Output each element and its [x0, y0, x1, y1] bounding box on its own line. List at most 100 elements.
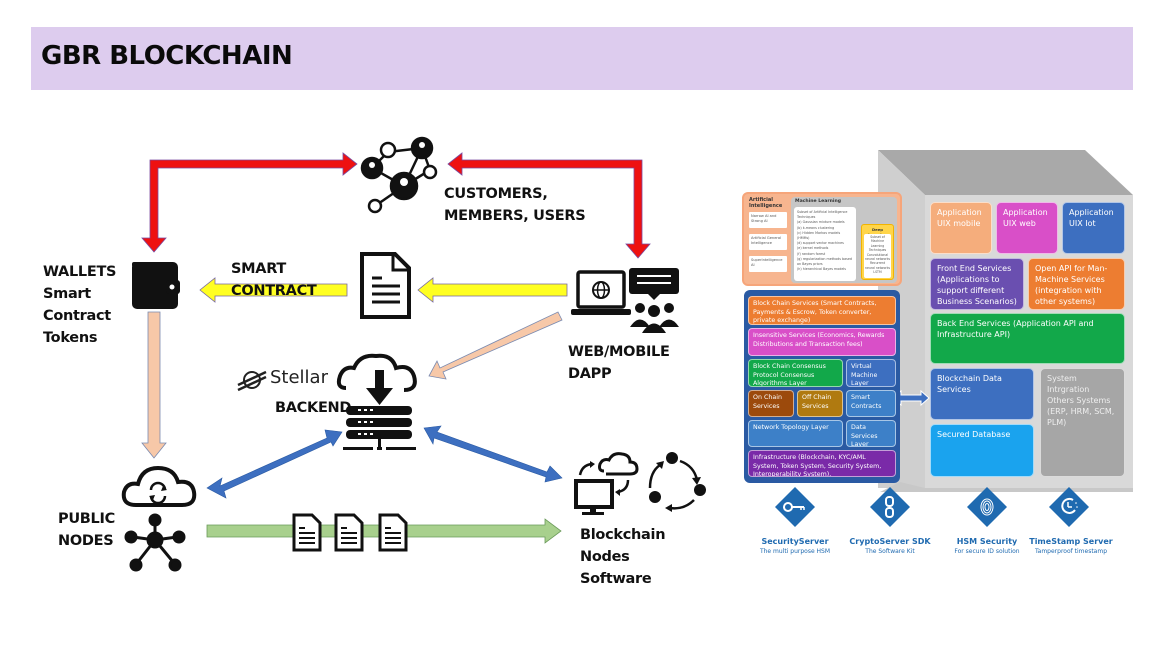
- cloud-server-icon: [336, 353, 417, 450]
- red-arrow-dapp-customers: [447, 152, 651, 259]
- ml-item: Subset of Artificial Intelligence Techni…: [797, 210, 848, 220]
- dapp-label: WEB/MOBILE DAPP: [568, 341, 670, 385]
- laptop-globe-icon: [571, 270, 631, 315]
- ai-item: Narrow AI and Strong AI: [749, 212, 787, 228]
- ai-item: SuperIntelligence AI: [749, 256, 787, 272]
- dapp-label-line2: DAPP: [568, 366, 612, 382]
- machine-learning-panel: Machine Learning Subset of Artificial In…: [791, 197, 897, 283]
- incentive-services-box: Insensitive Services (Economics, Rewards…: [748, 328, 896, 356]
- wallet-icon: [132, 262, 180, 309]
- open-api-box: Open API for Man-Machine Services (integ…: [1028, 258, 1125, 310]
- smart-contract-label: SMART CONTRACT: [231, 258, 317, 302]
- cloud-sync-icon: [121, 465, 197, 507]
- blockchain-nodes-label: Blockchain Nodes Software: [580, 524, 666, 590]
- customers-label: CUSTOMERS, MEMBERS, USERS: [444, 183, 586, 227]
- customer-network-icon: [360, 136, 438, 214]
- yellow-arrow-dapp-contract: [417, 277, 568, 303]
- blockchain-stack-panel: Block Chain Services (Smart Contracts, P…: [744, 290, 900, 483]
- dl-list: Subset of Machine Learning Techniques Co…: [864, 234, 891, 278]
- badge-subtitle: Tamperproof timestamp: [1034, 548, 1108, 555]
- on-chain-box: On Chain Services: [748, 390, 794, 417]
- dl-item: Subset of Machine Learning Techniques: [868, 235, 887, 253]
- dl-item: Recurrent neural networks: [865, 261, 891, 270]
- red-arrow-wallets-customers: [141, 152, 358, 253]
- system-integration-box: System Intrgration Others Systems (ERP, …: [1040, 368, 1125, 477]
- ml-item: (g) regularization methods based on Baye…: [797, 256, 852, 267]
- wallets-label: WALLETS Smart Contract Tokens: [43, 261, 116, 349]
- customers-label-line1: CUSTOMERS,: [444, 186, 548, 202]
- back-end-services-box: Back End Services (Application API and I…: [930, 313, 1125, 364]
- blockchain-nodes-label-line3: Software: [580, 571, 652, 587]
- app-uix-mobile-box: Application UIX mobile: [930, 202, 992, 254]
- ml-item: (e) kernel methods: [797, 246, 829, 251]
- smart-contracts-box: Smart Contracts: [846, 390, 896, 417]
- cycle-nodes-icon: [648, 452, 706, 512]
- off-chain-box: Off Chain Services: [797, 390, 843, 417]
- stellar-logo-icon: [237, 370, 267, 392]
- blockchain-data-services-box: Blockchain Data Services: [930, 368, 1034, 420]
- network-hub-icon: [124, 513, 186, 572]
- page-title: GBR BLOCKCHAIN: [41, 41, 293, 71]
- badge-subtitle: The multi purpose HSM: [759, 548, 831, 555]
- consensus-box: Block Chain Consensus Protocol Consensus…: [748, 359, 843, 387]
- ml-title: Machine Learning: [795, 199, 842, 204]
- stack-connector-arrow: [892, 389, 930, 407]
- ml-item: (h) hierarchical Bayes models: [797, 267, 847, 272]
- yellow-arrow-contract-wallet: [199, 277, 348, 303]
- public-nodes-label: PUBLIC NODES: [58, 508, 115, 552]
- ml-item: (f) random forest: [797, 251, 826, 256]
- badge-title: SecurityServer: [761, 537, 829, 546]
- ml-item: (a) Gaussian mixture models: [797, 220, 845, 225]
- backend-label: BACKEND: [275, 400, 352, 416]
- infrastructure-box: Infrastructure (Blockchain, KYC/AML Syst…: [748, 450, 896, 477]
- stellar-logo-text: Stellar: [270, 367, 328, 388]
- ai-title: Artificial Intelligence: [749, 197, 783, 209]
- blockchain-services-box: Block Chain Services (Smart Contracts, P…: [748, 296, 896, 325]
- smart-contract-label-line2: CONTRACT: [231, 283, 317, 299]
- public-nodes-label-line1: PUBLIC: [58, 511, 115, 527]
- ai-item: Artificial General Intelligence: [749, 234, 787, 250]
- peach-arrow-wallet-nodes: [141, 311, 167, 459]
- chat-people-icon: [629, 268, 679, 333]
- badge-subtitle: The Software Kit: [865, 548, 915, 555]
- timestamp-badge-icon: [1049, 487, 1089, 527]
- ai-panel: Artificial Intelligence Narrow AI and St…: [742, 192, 902, 286]
- badge-title: HSM Security: [956, 537, 1018, 546]
- wallets-label-line3: Contract: [43, 308, 111, 324]
- security-server-badge-icon: [775, 487, 815, 527]
- title-bar: GBR BLOCKCHAIN: [31, 27, 1133, 90]
- wallets-label-line2: Smart: [43, 286, 91, 302]
- dapp-label-line1: WEB/MOBILE: [568, 344, 670, 360]
- badge-title: TimeStamp Server: [1029, 537, 1113, 546]
- computer-cloud-sync-icon: [574, 452, 639, 515]
- network-topology-box: Network Topology Layer: [748, 420, 843, 447]
- hsm-security-badge-icon: [967, 487, 1007, 527]
- ml-item: (d) support vector machines: [797, 241, 844, 246]
- virtual-machine-box: Virtual Machine Layer: [846, 359, 896, 387]
- peach-arrow-dapp-backend: [428, 311, 563, 380]
- wallets-label-line1: WALLETS: [43, 264, 117, 280]
- dl-item: LSTM: [873, 270, 882, 275]
- dl-item: Convolutional neural networks: [865, 252, 891, 262]
- wallets-label-line4: Tokens: [43, 330, 98, 346]
- secured-database-box: Secured Database: [930, 424, 1034, 477]
- front-end-services-box: Front End Services (Applications to supp…: [930, 258, 1024, 310]
- app-uix-iot-box: Application UIX Iot: [1062, 202, 1125, 254]
- badge-subtitle: For secure ID solution: [954, 548, 1020, 555]
- badge-title: CryptoServer SDK: [849, 537, 931, 546]
- contract-document-icon: [360, 252, 411, 319]
- public-nodes-label-line2: NODES: [58, 533, 114, 549]
- blockchain-nodes-label-line1: Blockchain: [580, 527, 666, 543]
- app-uix-web-box: Application UIX web: [996, 202, 1058, 254]
- ml-item: (c) Hidden Markov models (HMMs): [797, 230, 841, 241]
- transaction-documents-icon: [292, 513, 408, 552]
- ml-list: Subset of Artificial Intelligence Techni…: [794, 207, 856, 281]
- deep-learning-panel: Deep Learning Subset of Machine Learning…: [861, 224, 894, 280]
- smart-contract-label-line1: SMART: [231, 261, 286, 277]
- data-services-layer-box: Data Services Layer: [846, 420, 896, 447]
- blue-arrow-backend-blockchain-nodes: [423, 425, 563, 483]
- crypto-sdk-badge-icon: [870, 487, 910, 527]
- blue-arrow-nodes-backend: [206, 429, 343, 499]
- ml-item: (b) k-means clustering: [797, 225, 835, 230]
- blockchain-nodes-label-line2: Nodes: [580, 549, 630, 565]
